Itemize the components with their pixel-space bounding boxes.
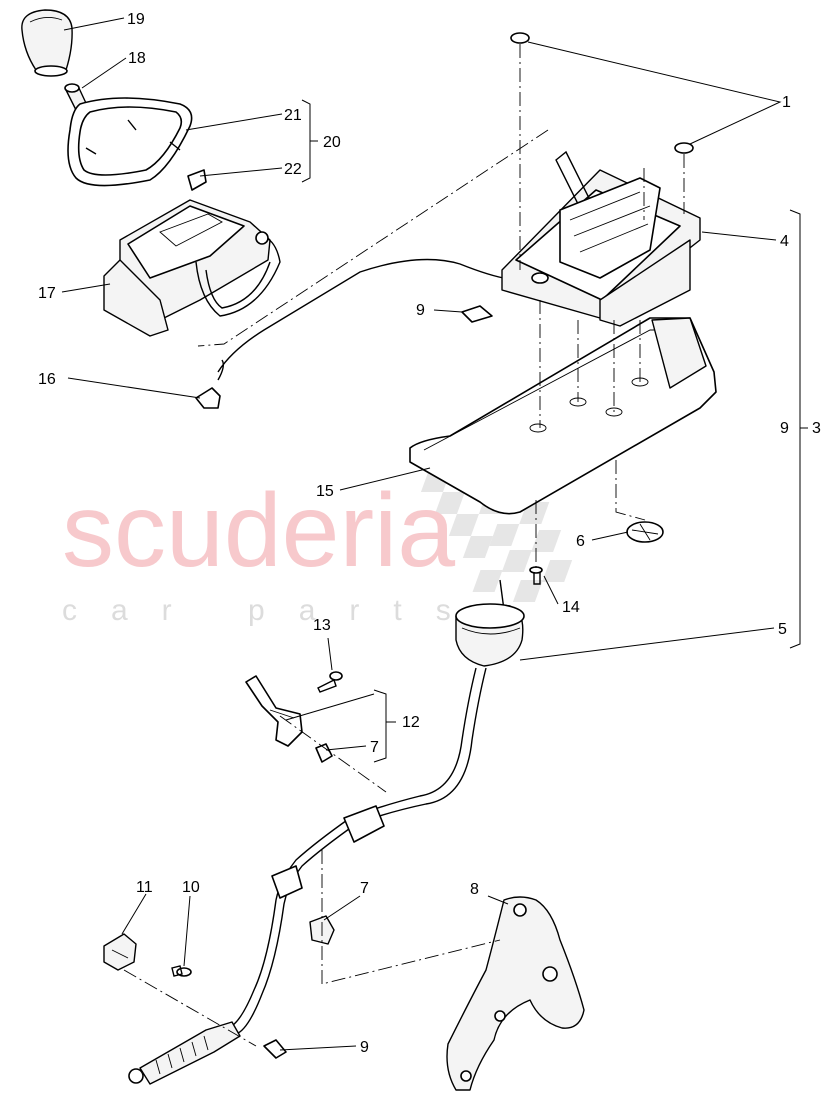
shift-knob — [21, 9, 73, 77]
cable-clip-upper — [461, 305, 493, 323]
cable-bracket — [245, 675, 303, 747]
nut — [315, 743, 333, 763]
callout-9-group: 9 — [780, 420, 789, 437]
trim-frame — [67, 97, 193, 187]
callout-14: 14 — [562, 599, 580, 616]
cable-end — [128, 1021, 241, 1085]
callout-9-lower: 9 — [360, 1039, 369, 1056]
retaining-clip — [187, 169, 207, 191]
callout-9-upper: 9 — [416, 302, 425, 319]
callout-12: 12 — [402, 714, 420, 731]
watermark-tagline: car parts — [62, 594, 485, 627]
callout-5: 5 — [778, 621, 787, 638]
bolt — [529, 566, 543, 585]
watermark-brand: scuderia — [62, 473, 455, 589]
selector-mechanism — [501, 150, 701, 327]
cable-bushing — [271, 805, 385, 899]
checkered-flag-icon — [420, 470, 573, 602]
holder-bolt — [171, 965, 192, 977]
watermark: scuderia car parts — [62, 470, 573, 627]
shift-cable-upper — [217, 258, 521, 373]
alignment-lines — [123, 44, 685, 1047]
callout-3: 3 — [812, 420, 821, 437]
callout-15: 15 — [316, 483, 334, 500]
callout-21: 21 — [284, 107, 302, 124]
callout-6: 6 — [576, 533, 585, 550]
callout-16: 16 — [38, 371, 56, 388]
callout-17: 17 — [38, 285, 56, 302]
callout-11: 11 — [136, 879, 153, 896]
callout-22: 22 — [284, 161, 302, 178]
callout-20: 20 — [323, 134, 341, 151]
grommet — [626, 521, 664, 543]
shift-gate-housing — [103, 199, 281, 337]
cable-holder — [103, 933, 137, 971]
callout-7-upper: 7 — [370, 739, 379, 756]
base-tray — [409, 317, 717, 515]
cable-boot — [455, 579, 525, 667]
washer — [510, 32, 694, 154]
callout-numbers: 19 18 21 20 22 17 16 1 4 9 9 3 15 6 14 5… — [38, 11, 821, 1056]
callout-4: 4 — [780, 233, 789, 250]
callout-1: 1 — [782, 94, 791, 111]
callout-18: 18 — [128, 50, 146, 67]
callout-13: 13 — [313, 617, 331, 634]
screw — [317, 671, 343, 693]
transmission-selector-lever — [446, 896, 585, 1091]
callout-10: 10 — [182, 879, 200, 896]
leader-lines — [61, 17, 808, 1051]
cable-clip — [195, 387, 221, 409]
callout-8: 8 — [470, 881, 479, 898]
callout-7-lower: 7 — [360, 880, 369, 897]
cable-clip-lower — [263, 1039, 287, 1059]
shift-cable-lower — [227, 667, 477, 1029]
callout-19: 19 — [127, 11, 145, 28]
